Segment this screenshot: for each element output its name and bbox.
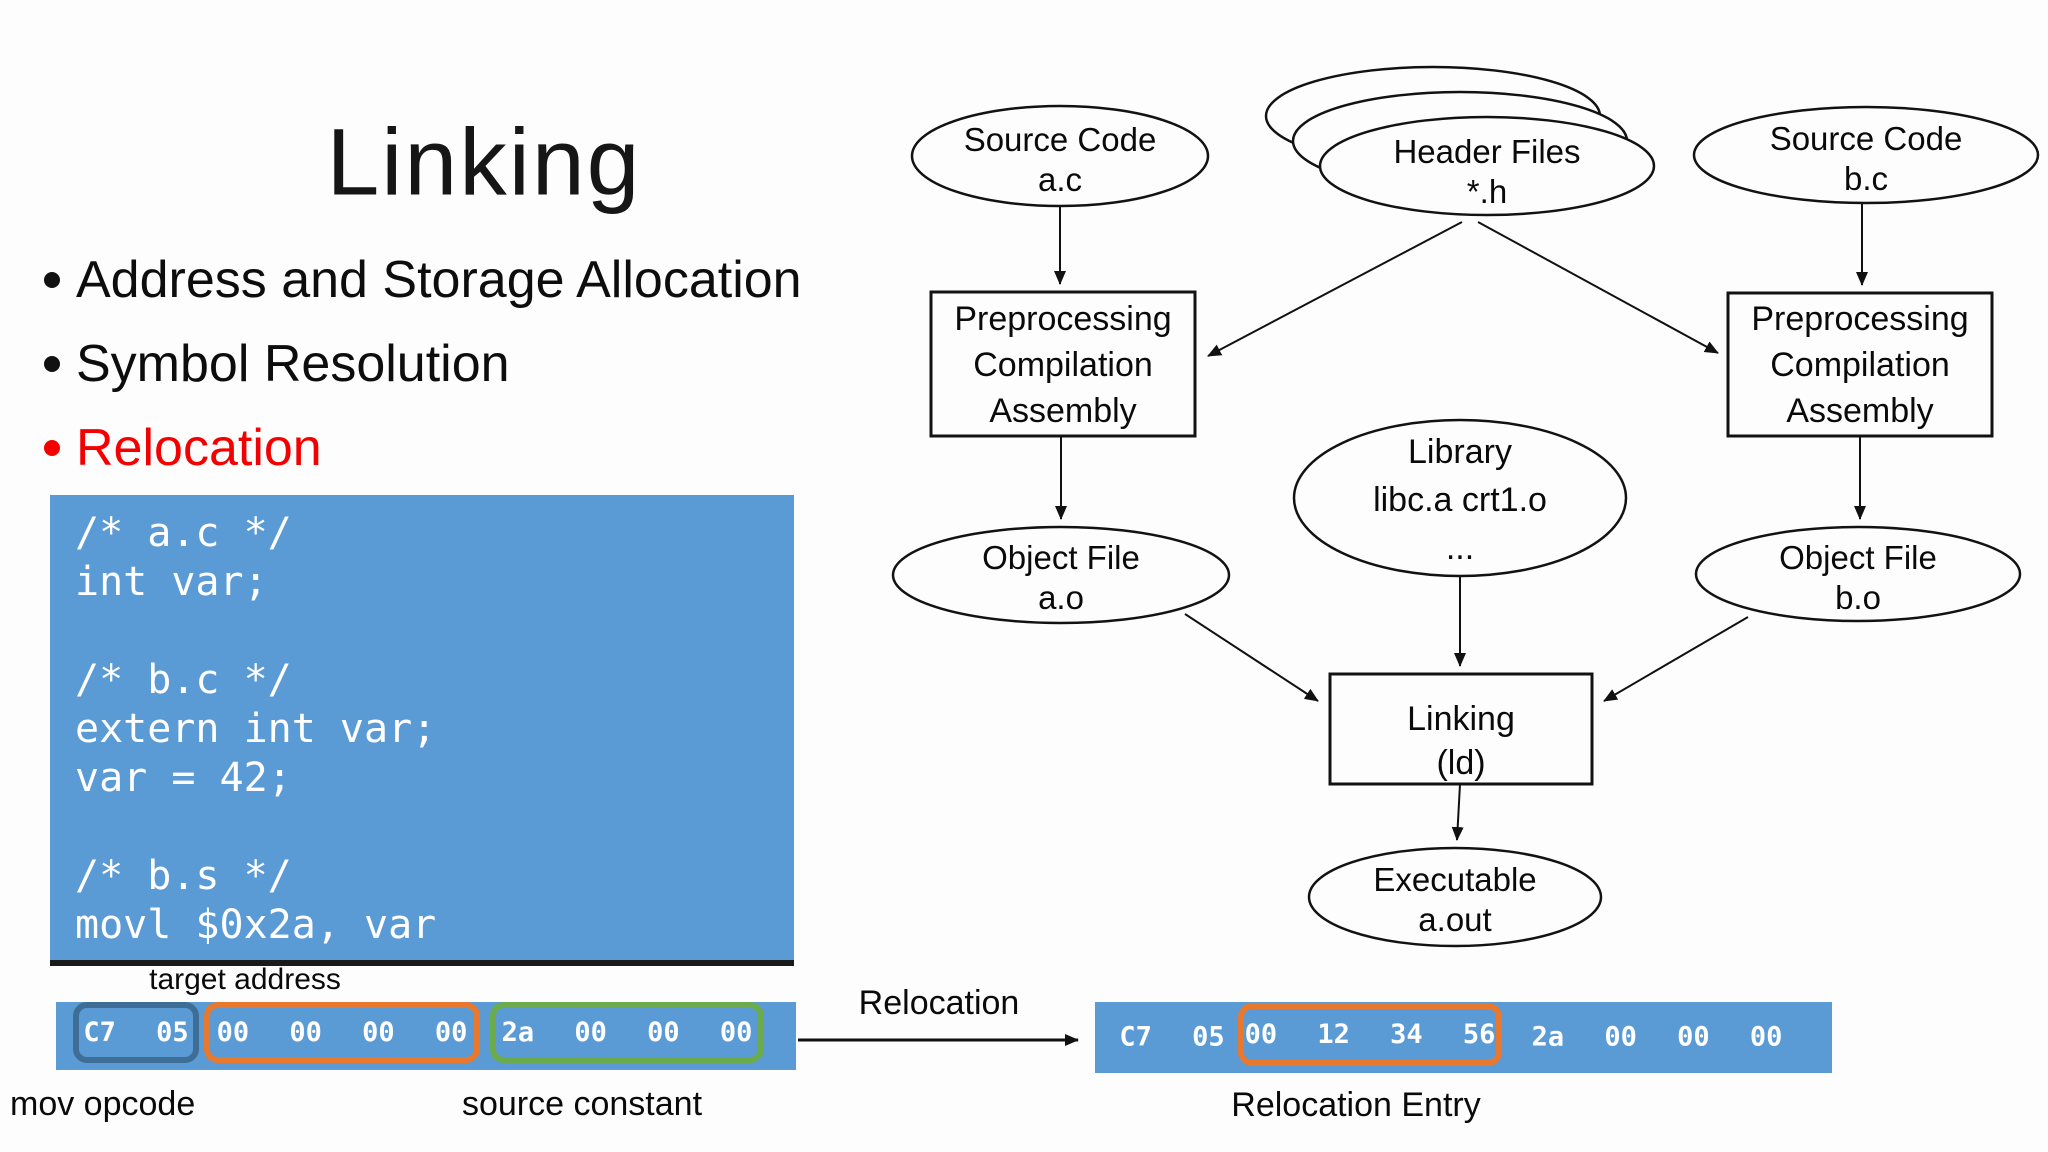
patched-address-bytes: 00 12 34 56 xyxy=(1244,1019,1496,1050)
mov-opcode-label: mov opcode xyxy=(10,1085,196,1123)
bullet-dot xyxy=(44,440,60,456)
bullet-address-allocation: Address and Storage Allocation xyxy=(44,238,802,322)
executable-label: Executable a.out xyxy=(1373,861,1537,938)
library-label: Library libc.a crt1.o ... xyxy=(1373,433,1547,567)
header-files-label: Header Files *.h xyxy=(1393,133,1581,210)
page-title: Linking xyxy=(326,109,642,216)
linking-label: Linking (ld) xyxy=(1407,700,1515,782)
source-b-ellipse xyxy=(1692,105,2040,205)
code-block: /* a.c */ int var; /* b.c */ extern int … xyxy=(50,495,794,966)
code-line: /* b.s */ xyxy=(75,853,292,899)
bullet-dot xyxy=(44,356,60,372)
source-a-label: Source Code a.c xyxy=(963,121,1157,198)
source-constant-outline: 2a 00 00 00 xyxy=(490,1002,764,1063)
object-b-ellipse xyxy=(1694,525,2022,623)
header-files-ellipse xyxy=(1318,115,1656,217)
arrow-headers-to-preprocess-b xyxy=(1477,221,1719,354)
bullet-dot xyxy=(44,272,60,288)
arrow-headers-to-preprocess-a xyxy=(1207,221,1463,357)
opcode-bytes: C7 05 xyxy=(1119,1021,1225,1053)
code-line: var = 42; xyxy=(75,755,292,801)
bullet-list: Address and Storage Allocation Symbol Re… xyxy=(44,238,802,490)
bullet-label: Symbol Resolution xyxy=(76,335,510,393)
preprocess-b-label: Preprocessing Compilation Assembly xyxy=(1751,300,1969,430)
code-line: /* b.c */ xyxy=(75,657,292,703)
linking-box xyxy=(1328,672,1594,786)
relocation-entry-label: Relocation Entry xyxy=(1231,1086,1481,1124)
code-line: /* a.c */ xyxy=(75,510,292,556)
code-line: extern int var; xyxy=(75,706,437,752)
source-constant-bytes: 2a 00 00 00 xyxy=(1531,1021,1783,1053)
preprocess-b-box xyxy=(1726,291,1994,438)
executable-ellipse xyxy=(1307,846,1603,948)
arrow-object-b-to-linking xyxy=(1603,616,1749,702)
bullet-label: Address and Storage Allocation xyxy=(76,251,802,309)
opcode-bytes: C7 05 xyxy=(83,1017,189,1048)
byte-bar-after: C7 05 00 12 34 56 2a 00 00 00 xyxy=(1095,1002,1832,1073)
preprocess-a-label: Preprocessing Compilation Assembly xyxy=(954,300,1172,430)
target-address-label: target address xyxy=(149,963,341,996)
bullet-relocation: Relocation xyxy=(44,406,802,490)
library-ellipse xyxy=(1292,418,1628,578)
patched-address-outline: 00 12 34 56 xyxy=(1238,1003,1502,1066)
bullet-label: Relocation xyxy=(76,419,322,477)
source-b-label: Source Code b.c xyxy=(1769,120,1963,197)
arrow-object-a-to-linking xyxy=(1184,613,1319,702)
opcode-outline: C7 05 xyxy=(73,1002,199,1063)
arrow-linking-to-executable xyxy=(1451,783,1464,841)
bullet-symbol-resolution: Symbol Resolution xyxy=(44,322,802,406)
target-address-outline: 00 00 00 00 xyxy=(204,1002,480,1063)
preprocess-a-box xyxy=(929,290,1197,438)
source-constant-bytes: 2a 00 00 00 xyxy=(501,1017,753,1048)
source-constant-label: source constant xyxy=(461,1085,703,1123)
object-a-ellipse xyxy=(891,525,1231,625)
relocation-arrow-label: Relocation xyxy=(858,984,1020,1022)
object-a-label: Object File a.o xyxy=(982,539,1140,616)
object-b-label: Object File b.o xyxy=(1779,539,1937,616)
code-line: movl $0x2a, var xyxy=(75,902,437,948)
code-line: int var; xyxy=(75,559,268,605)
target-address-bytes: 00 00 00 00 xyxy=(216,1017,468,1048)
byte-bar-before: C7 05 00 00 00 00 2a 00 00 00 xyxy=(56,1002,796,1070)
